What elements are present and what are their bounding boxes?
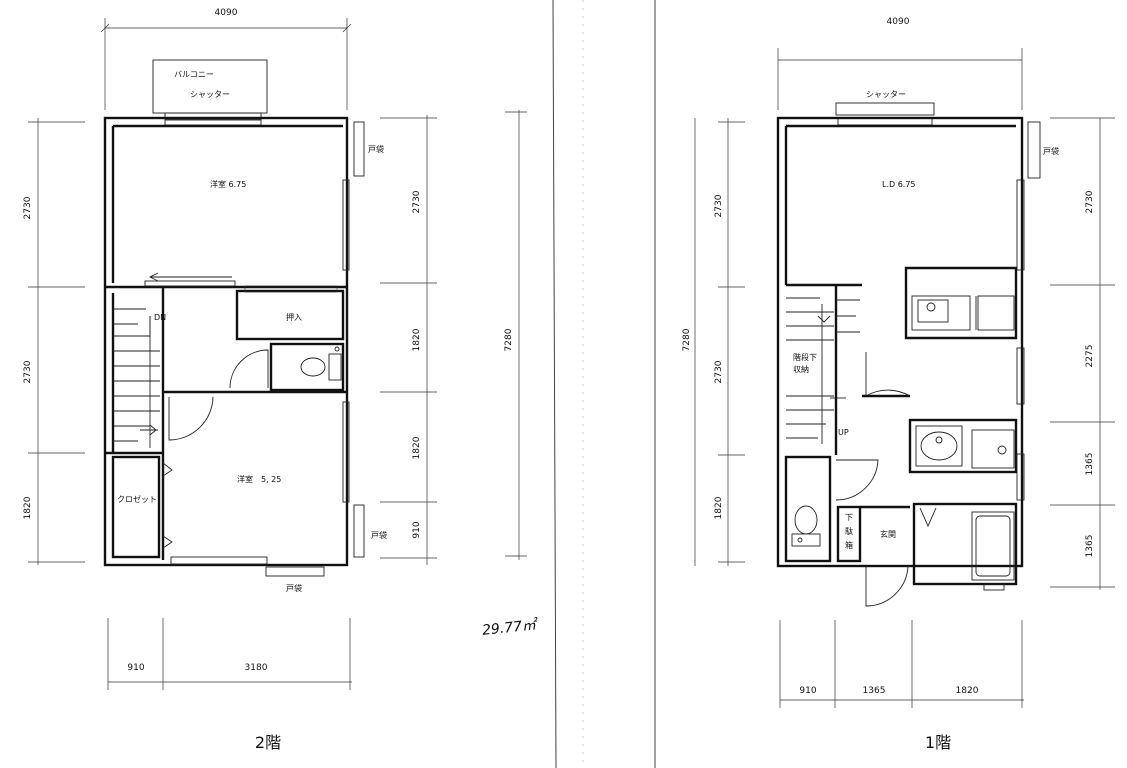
- floor2-right-dim-2: 1820: [412, 328, 422, 351]
- floor1-bottom-dimensions: 910 1365 1820: [779, 620, 1024, 708]
- floor2-tobukuro-right: 戸袋: [353, 504, 387, 558]
- floor2-width-label: 4090: [215, 8, 238, 18]
- floor1-toilet-door: [835, 459, 879, 501]
- floor2-balcony: バルコニー シャッター: [152, 59, 268, 121]
- sheet-divider-left: [552, 0, 557, 768]
- floor1-right-window-upper: [1016, 179, 1025, 271]
- floor1-left-dimensions: 2730 2730 1820 7280: [682, 118, 745, 566]
- floor2-oshiire: 押入: [235, 285, 345, 341]
- floor1-right-dim-1: 2730: [1085, 190, 1095, 213]
- floor1-shoebox-label-3: 箱: [845, 540, 853, 550]
- floor2-top-dimension: 4090: [100, 8, 352, 110]
- floor2-outer-wall: [103, 116, 349, 567]
- floor1-title: 1階: [925, 733, 951, 752]
- floor1-total-height: 7280: [682, 328, 692, 351]
- floor2-bottom-dim-2: 3180: [245, 663, 268, 673]
- floor1-plan: 4090 シャッター 戸袋 L.D 6.75: [682, 17, 1115, 752]
- svg-text:戸袋: 戸袋: [286, 583, 302, 593]
- floor1-left-dim-3: 1820: [714, 496, 724, 519]
- floor2-total-height: 7280: [504, 328, 514, 351]
- floor2-closet-label: クロゼット: [117, 494, 157, 504]
- floor2-room-bottom: 洋室 5, 25: [163, 390, 347, 484]
- floor2-balcony-label: バルコニー: [174, 70, 214, 79]
- floor2-shutter-label: シャッター: [190, 90, 230, 99]
- floor1-stair-storage-label-1: 階段下: [793, 352, 817, 362]
- floor1-right-dim-4: 1365: [1085, 535, 1095, 558]
- floor2-left-dim-3: 1820: [23, 496, 33, 519]
- floor2-closet: クロゼット: [111, 455, 173, 559]
- floor1-genkan-label: 玄関: [880, 529, 896, 539]
- svg-text:戸袋: 戸袋: [1043, 146, 1059, 156]
- floor1-stair-up-label: UP: [838, 428, 849, 437]
- floor2-room-top-label: 洋室 6.75: [210, 179, 246, 189]
- floor1-bathroom: [912, 502, 1018, 591]
- floor1-right-dim-3: 1365: [1085, 453, 1095, 476]
- floor1-shutter: シャッター: [835, 90, 935, 126]
- floor2-left-dim-2: 2730: [23, 360, 33, 383]
- floor1-left-dim-1: 2730: [714, 194, 724, 217]
- svg-text:戸袋: 戸袋: [368, 144, 384, 154]
- floor1-bottom-dim-1: 910: [799, 686, 816, 696]
- floor1-toilet: [784, 455, 832, 563]
- floor1-washroom: [908, 418, 1018, 474]
- floor1-top-dimension: 4090: [777, 17, 1023, 110]
- floor1-right-dim-2: 2275: [1085, 345, 1095, 368]
- floor1-bottom-dim-2: 1365: [863, 686, 886, 696]
- floor1-shoebox-label-2: 駄: [845, 526, 853, 536]
- floor1-storage-door: [865, 352, 911, 397]
- floor2-left-dim-1: 2730: [23, 196, 33, 219]
- floor2-right-window-upper: [342, 179, 350, 271]
- floor1-staircase: 階段下 収納 UP: [786, 283, 862, 455]
- svg-text:戸袋: 戸袋: [371, 530, 387, 540]
- floor2-right-dim-1: 2730: [412, 190, 422, 213]
- floor2-room-bottom-label: 洋室 5, 25: [237, 474, 281, 484]
- floor2-title: 2階: [255, 733, 281, 752]
- floor1-right-window-lower: [1016, 453, 1025, 501]
- floor1-room-ld: L.D 6.75: [784, 124, 1016, 285]
- floor1-right-dimensions: 2730 2275 1365 1365: [1050, 117, 1115, 590]
- floor2-area-note: 29.77㎡: [481, 616, 540, 639]
- floor2-oshiire-label: 押入: [286, 312, 302, 322]
- floor2-room-top: 洋室 6.75: [105, 124, 347, 289]
- floor1-kitchen: [904, 266, 1018, 340]
- floor1-tobukuro: 戸袋: [1027, 121, 1059, 179]
- floor1-right-window-mid: [1016, 347, 1025, 405]
- floor2-tobukuro-top: 戸袋: [353, 121, 384, 177]
- floor1-shoebox: 下 駄 箱: [836, 505, 862, 563]
- floor1-shutter-label: シャッター: [866, 90, 906, 99]
- floor2-right-window-lower: [342, 401, 350, 503]
- floor2-right-dimensions: 2730 1820 1820 910 7280: [380, 110, 527, 565]
- floor2-plan: 4090 バルコニー シャッター 戸袋 洋室 6.75: [23, 8, 540, 752]
- floor2-stair-dn-label: DN: [154, 313, 166, 322]
- floor2-tobukuro-bottom: 戸袋: [170, 556, 325, 593]
- floor1-outer-wall: [776, 116, 1024, 568]
- floor2-toilet-door: [229, 349, 269, 389]
- floor2-left-dimensions: 2730 2730 1820: [23, 118, 85, 565]
- floor2-staircase: DN: [105, 287, 166, 560]
- floor1-genkan: 玄関: [860, 505, 910, 607]
- floor2-toilet: [269, 342, 345, 392]
- floor2-right-dim-4: 910: [412, 521, 422, 538]
- floor1-bottom-dim-3: 1820: [956, 686, 979, 696]
- floor2-bottom-dimensions: 910 3180: [107, 618, 352, 690]
- floor1-room-ld-label: L.D 6.75: [882, 180, 916, 189]
- floor2-right-dim-3: 1820: [412, 436, 422, 459]
- floor1-width-label: 4090: [887, 17, 910, 27]
- floor1-left-dim-2: 2730: [714, 360, 724, 383]
- floor2-bottom-dim-1: 910: [127, 663, 144, 673]
- floor1-stair-storage-label-2: 収納: [793, 364, 809, 374]
- floor1-shoebox-label-1: 下: [845, 513, 853, 522]
